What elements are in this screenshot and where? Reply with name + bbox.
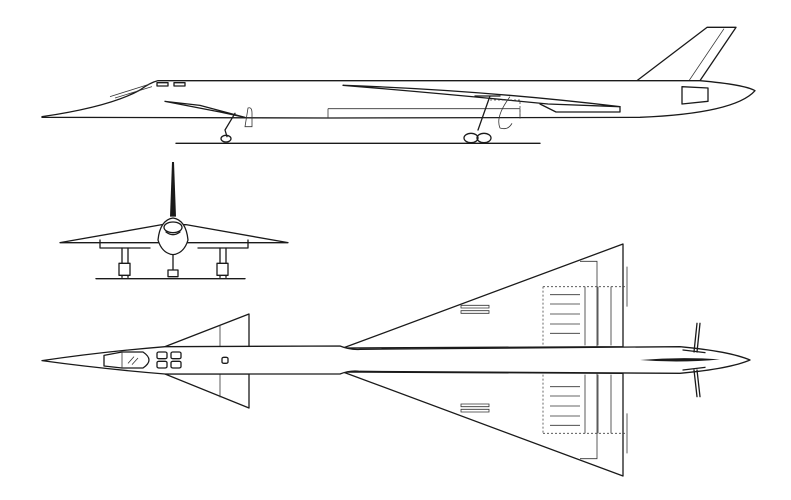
- top-canard-left: [165, 314, 249, 347]
- side-fuselage: [42, 81, 755, 118]
- top-canard-right: [165, 374, 249, 408]
- top-fuselage: [42, 346, 750, 374]
- side-tail-fin: [637, 27, 736, 80]
- side-intake: [682, 87, 708, 104]
- top-view: [42, 244, 750, 476]
- top-rudder-right: [694, 370, 700, 397]
- front-view: [60, 162, 288, 279]
- top-wing-left: [343, 244, 623, 348]
- main-gear: [475, 96, 500, 130]
- top-exhaust: [640, 358, 720, 362]
- top-wing-right: [343, 372, 623, 476]
- front-fin: [170, 162, 176, 217]
- front-gear: [122, 248, 226, 277]
- weapon-bays: [461, 287, 625, 434]
- nose-gear: [225, 113, 235, 136]
- side-canard: [165, 101, 245, 117]
- top-hatches: [157, 352, 228, 368]
- top-rudder-left: [694, 323, 700, 352]
- side-view: [42, 27, 755, 143]
- top-cockpit-canopy: [104, 352, 149, 368]
- front-fuselage: [158, 218, 188, 255]
- side-cockpit-windows: [157, 83, 185, 86]
